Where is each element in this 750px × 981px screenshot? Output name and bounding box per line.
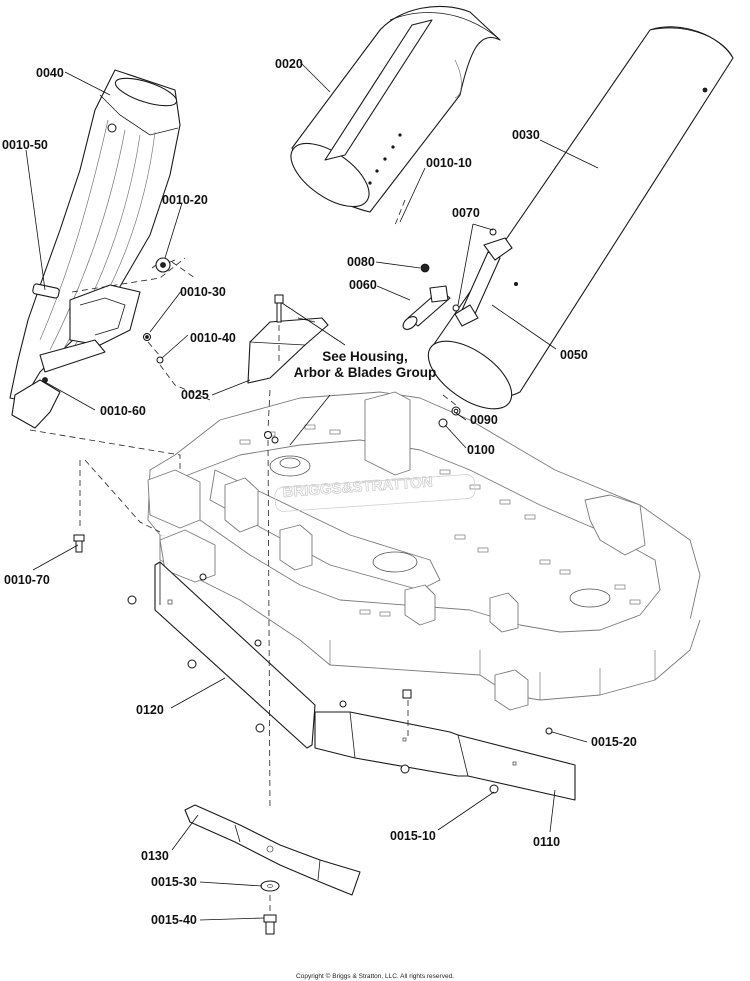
label-0010-70: 0010-70 (4, 573, 50, 587)
label-0015-20: 0015-20 (591, 735, 637, 749)
label-0010-40: 0010-40 (190, 331, 236, 345)
callout-line-2: Arbor & Blades Group (294, 365, 437, 380)
mower-deck-housing: BRIGGS&STRATTON (147, 391, 701, 711)
label-0015-10: 0015-10 (390, 829, 436, 843)
spring-0010-20 (151, 257, 176, 273)
leader-lines (25, 61, 599, 921)
baffle-fasteners (127, 573, 553, 794)
assembly-lines (29, 199, 457, 912)
label-0110: 0110 (533, 835, 560, 849)
nut-0010-30 (143, 333, 151, 341)
label-0015-30: 0015-30 (151, 875, 197, 889)
bag-handle-0050 (452, 228, 519, 327)
grass-bag-0030 (427, 26, 734, 410)
callout-note: See Housing, Arbor & Blades Group (294, 349, 437, 380)
label-0120: 0120 (136, 703, 164, 717)
label-0100: 0100 (467, 443, 495, 457)
baffle-0110 (314, 711, 576, 801)
bolt-0010-70 (73, 534, 85, 553)
washer-0090 (451, 406, 461, 416)
plate-0025 (247, 294, 329, 444)
blade-0130 (184, 804, 361, 896)
label-0070: 0070 (452, 206, 480, 220)
bag-cover-0020 (290, 5, 501, 213)
label-0080: 0080 (347, 255, 375, 269)
copyright-text: Copyright © Briggs & Stratton, LLC. All … (296, 972, 454, 980)
label-0060: 0060 (349, 278, 377, 292)
label-0040: 0040 (36, 66, 64, 80)
bolt-0015-40 (263, 914, 277, 935)
latch-0060 (402, 285, 451, 330)
label-0130: 0130 (141, 849, 169, 863)
label-0010-10: 0010-10 (426, 156, 472, 170)
label-0010-30: 0010-30 (180, 285, 226, 299)
washer-0015-30 (260, 880, 280, 892)
label-0030: 0030 (512, 128, 540, 142)
label-0050: 0050 (560, 348, 588, 362)
label-0010-60: 0010-60 (100, 404, 146, 418)
label-0015-40: 0015-40 (151, 913, 197, 927)
discharge-chute-0040 (9, 69, 181, 429)
bolt-0010-40 (156, 356, 164, 364)
label-0090: 0090 (470, 413, 498, 427)
label-0010-20: 0010-20 (162, 193, 208, 207)
part-labels: 0040 0020 0030 0010-50 0010-20 0010-30 0… (2, 57, 637, 927)
label-0010-50: 0010-50 (2, 138, 48, 152)
callout-line-1: See Housing, (322, 349, 408, 364)
bracket-0010-60 (39, 339, 106, 383)
label-0020: 0020 (275, 57, 303, 71)
label-0025: 0025 (181, 388, 209, 402)
baffle-0120 (154, 561, 316, 749)
nut-0080 (420, 263, 430, 273)
